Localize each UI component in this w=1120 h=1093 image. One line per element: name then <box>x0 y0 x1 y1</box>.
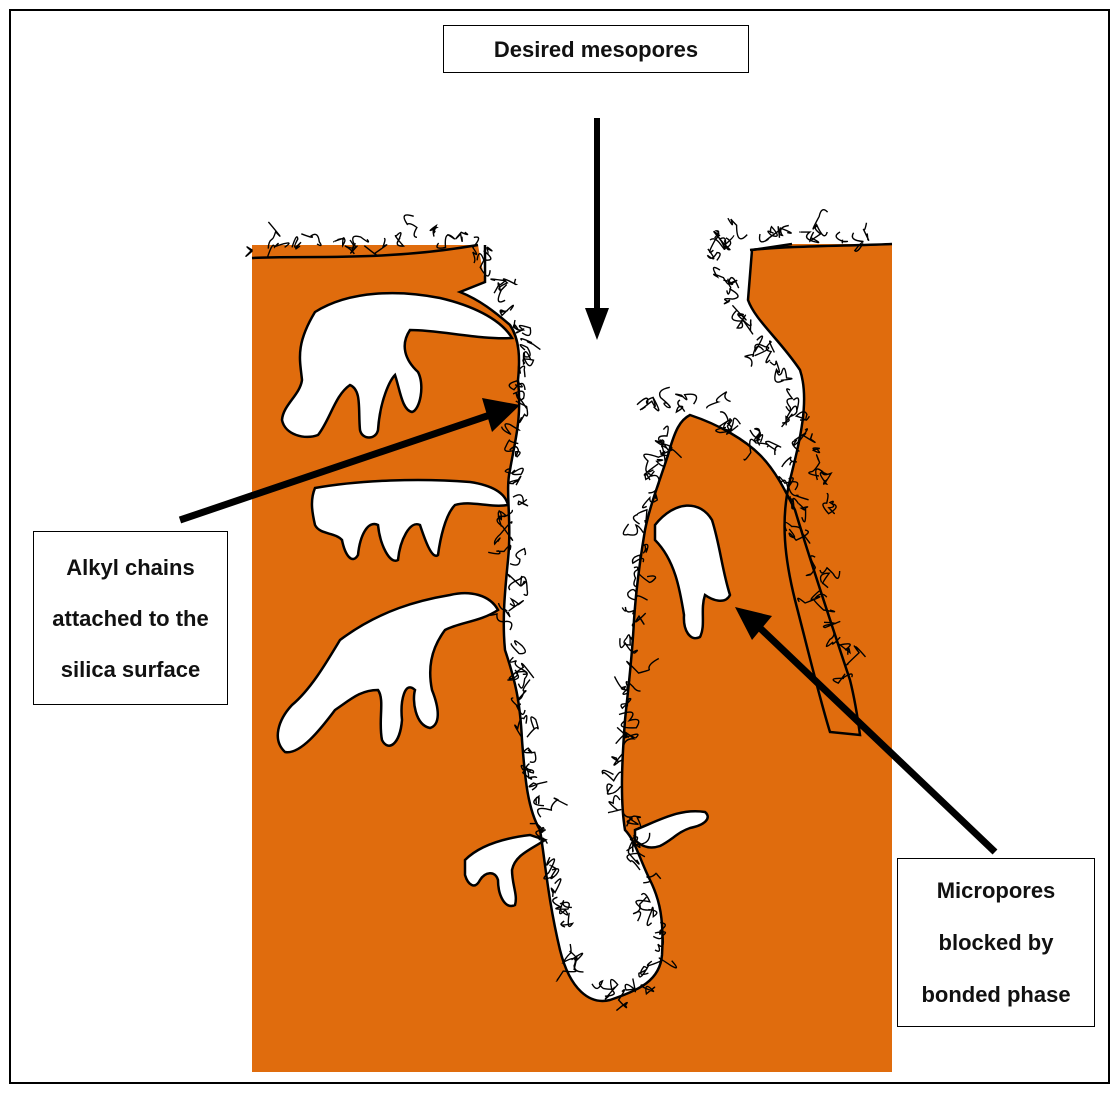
alkyl-line-1: Alkyl chains <box>66 542 194 593</box>
alkyl-chain-squiggle <box>766 341 774 362</box>
alkyl-chain-squiggle <box>622 607 635 614</box>
alkyl-chain-squiggle <box>623 524 643 535</box>
micropores-line-2: blocked by <box>939 917 1054 969</box>
alkyl-chain-squiggle <box>538 798 568 817</box>
alkyl-chain-squiggle <box>430 226 437 237</box>
alkyl-chain-squiggle <box>608 796 621 813</box>
alkyl-chain-squiggle <box>728 218 747 239</box>
alkyl-chain-squiggle <box>509 599 524 611</box>
alkyl-chain-squiggle <box>660 387 671 407</box>
alkyl-chain-squiggle <box>713 267 728 284</box>
alkyl-line-2: attached to the <box>52 593 208 644</box>
alkyl-chain-squiggle <box>395 233 403 246</box>
alkyl-chain-squiggle <box>524 748 536 762</box>
desired-mesopores-text: Desired mesopores <box>494 24 698 75</box>
alkyl-chain-squiggle <box>534 796 544 806</box>
alkyl-chain-squiggle <box>529 782 547 790</box>
alkyl-chain-squiggle <box>766 441 781 455</box>
alkyl-chain-squiggle <box>500 305 513 315</box>
alkyl-chain-squiggle <box>602 770 621 780</box>
alkyl-chain-squiggle <box>676 394 697 404</box>
alkyl-chain-squiggle <box>633 510 646 524</box>
desired-mesopores-label: Desired mesopores <box>443 25 749 73</box>
alkyl-chain-squiggle <box>510 549 525 565</box>
alkyl-chain-squiggle <box>863 223 868 241</box>
alkyl-chain-squiggle <box>334 238 345 246</box>
alkyl-chain-squiggle <box>246 247 253 256</box>
alkyl-chain-squiggle <box>639 965 649 977</box>
alkyl-chain-squiggle <box>509 476 521 485</box>
alkyl-chain-squiggle <box>707 392 731 409</box>
alkyl-chain-squiggle <box>551 879 561 897</box>
alkyl-chain-squiggle <box>624 635 632 645</box>
alkyl-chain-squiggle <box>607 784 621 795</box>
down-arrow-icon <box>585 118 609 340</box>
alkyl-line-3: silica surface <box>61 644 200 695</box>
alkyl-chain-squiggle <box>527 717 538 737</box>
micropores-label: Micropores blocked by bonded phase <box>897 858 1095 1027</box>
micropores-line-3: bonded phase <box>921 969 1070 1021</box>
alkyl-chain-squiggle <box>491 279 505 293</box>
micropores-line-1: Micropores <box>937 865 1056 917</box>
alkyl-chain-squiggle <box>745 347 764 367</box>
alkyl-chains-label: Alkyl chains attached to the silica surf… <box>33 531 228 705</box>
alkyl-chain-squiggle <box>676 400 684 412</box>
alkyl-chain-squiggle <box>509 577 528 596</box>
alkyl-chain-squiggle <box>456 232 468 241</box>
alkyl-chain-squiggle <box>513 495 528 506</box>
alkyl-chain-squiggle <box>523 352 534 366</box>
alkyl-chain-squiggle <box>782 406 797 425</box>
alkyl-chain-squiggle <box>836 232 847 243</box>
alkyl-chain-squiggle <box>511 641 525 654</box>
alkyl-chain-squiggle <box>786 389 792 411</box>
alkyl-chain-squiggle <box>301 234 321 246</box>
alkyl-chain-squiggle <box>404 215 417 237</box>
alkyl-chain-squiggle <box>813 210 828 236</box>
alkyl-chain-squiggle <box>779 226 791 236</box>
